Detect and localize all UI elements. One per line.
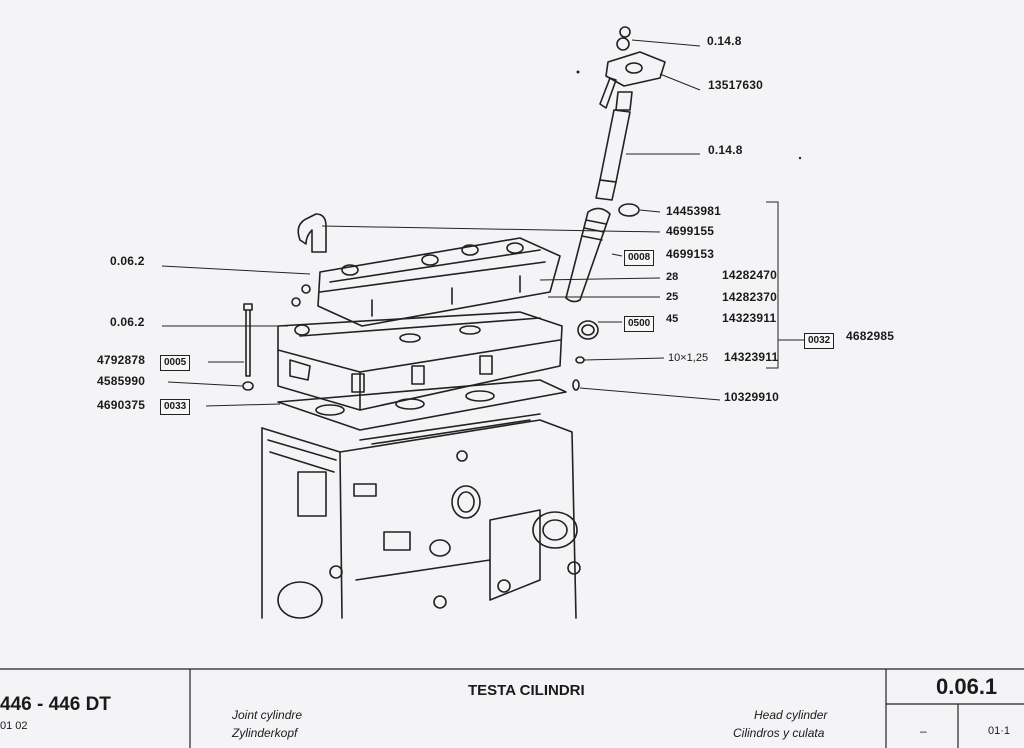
valve-cover — [291, 237, 561, 327]
title-english: Head cylinder — [754, 708, 828, 722]
callout-box-0032: 0032 — [804, 333, 835, 349]
callout-13517630: 13517630 — [708, 78, 763, 92]
callout-0-06-2-a: 0.06.2 — [110, 254, 145, 268]
title-block-frame — [0, 668, 1024, 748]
callout-box-0033: 0033 — [160, 399, 191, 415]
callout-14323911-a: 14323911 — [722, 311, 777, 325]
reference-code: 0.06.1 — [936, 674, 998, 699]
title-german: Zylinderkopf — [232, 726, 298, 740]
callout-4699155: 4699155 — [666, 224, 715, 238]
callout-qty-25: 25 — [666, 291, 679, 303]
callout-box-0005: 0005 — [160, 355, 191, 371]
title-block: 446 - 446 DT 01 02 TESTA CILINDRI Joint … — [0, 668, 1024, 748]
callout-14282470: 14282470 — [722, 268, 777, 282]
callout-14323911-b: 14323911 — [724, 350, 779, 364]
callout-4682985: 4682985 — [846, 329, 895, 343]
callout-10329910: 10329910 — [724, 390, 779, 404]
reference-page: 01·1 — [988, 725, 1011, 737]
model-variant-codes: 01 02 — [0, 720, 28, 732]
callout-14453981: 14453981 — [666, 204, 721, 218]
callout-4690375: 4690375 — [97, 398, 146, 412]
leader-lines — [161, 39, 804, 407]
callout-0-14-8-top: 0.14.8 — [707, 34, 742, 48]
title-italian: TESTA CILINDRI — [468, 682, 585, 699]
callout-box-0500: 0500 — [624, 316, 655, 332]
callout-0-14-8-mid: 0.14.8 — [708, 143, 743, 157]
callout-14282370: 14282370 — [722, 290, 777, 304]
reference-dash: – — [920, 724, 927, 738]
callout-box-0008: 0008 — [624, 250, 655, 266]
exploded-view-drawing — [161, 26, 804, 619]
cylinder-head — [277, 311, 563, 411]
callout-qty-45: 45 — [666, 313, 679, 325]
title-french: Joint cylindre — [232, 708, 303, 722]
title-spanish: Cilindros y culata — [733, 726, 825, 740]
model-number: 446 - 446 DT — [0, 694, 111, 715]
engine-block — [261, 413, 581, 619]
callout-thread-10x1-25: 10×1,25 — [668, 352, 709, 364]
callout-4699153: 4699153 — [666, 247, 715, 261]
callout-4585990: 4585990 — [97, 374, 146, 388]
callout-4792878: 4792878 — [97, 353, 146, 367]
injector-assembly — [565, 26, 666, 391]
callout-qty-28: 28 — [666, 271, 679, 283]
callout-0-06-2-b: 0.06.2 — [110, 315, 145, 329]
